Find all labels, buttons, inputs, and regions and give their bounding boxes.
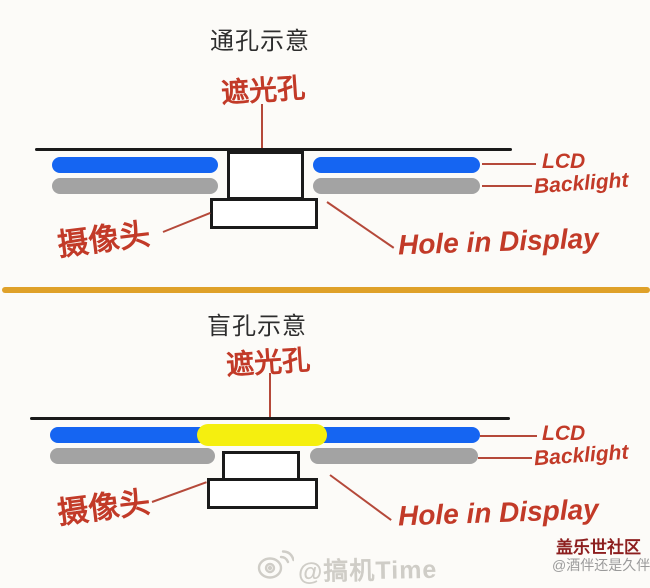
camera-module-box bbox=[207, 478, 318, 509]
watermark-text: @搞机Time bbox=[297, 555, 438, 587]
hole-pointer-line bbox=[326, 201, 395, 249]
lcd-layer-left bbox=[52, 157, 218, 173]
camera-label: 摄像头 bbox=[55, 216, 153, 263]
shade-hole-pointer-line bbox=[269, 373, 271, 417]
backlight-leader-line bbox=[478, 457, 532, 459]
backlight-leader-line bbox=[482, 185, 532, 187]
backlight-layer-right bbox=[313, 178, 480, 194]
camera-label: 摄像头 bbox=[55, 484, 153, 531]
lcd-label: LCD bbox=[542, 150, 586, 173]
shade-hole-pointer-line bbox=[261, 104, 263, 149]
backlight-label: Backlight bbox=[533, 440, 630, 471]
shade-hole-label: 遮光孔 bbox=[225, 344, 312, 381]
shade-hole-label: 遮光孔 bbox=[220, 72, 307, 109]
community-handle: @酒伴还是久伴 bbox=[552, 557, 650, 573]
hole-in-display-label: Hole in Display bbox=[397, 493, 600, 532]
backlight-layer-right bbox=[310, 448, 478, 464]
backlight-layer-left bbox=[52, 178, 218, 194]
lcd-leader-line bbox=[480, 435, 537, 437]
backlight-layer-left bbox=[50, 448, 215, 464]
weibo-eye-icon bbox=[256, 549, 295, 586]
lcd-label: LCD bbox=[542, 422, 586, 445]
through-hole-title: 通孔示意 bbox=[210, 28, 310, 55]
camera-barrel-box bbox=[227, 151, 304, 200]
lcd-layer-right bbox=[313, 157, 480, 173]
camera-barrel-box bbox=[222, 451, 300, 481]
cover-glass-line bbox=[30, 417, 510, 420]
camera-pointer-line bbox=[162, 211, 211, 233]
lcd-leader-line bbox=[482, 163, 536, 165]
community-logo-text: 盖乐世社区 bbox=[556, 538, 641, 557]
blind-hole-title: 盲孔示意 bbox=[207, 313, 307, 340]
camera-pointer-line bbox=[151, 481, 207, 503]
section-divider bbox=[2, 287, 650, 293]
cover-glass-line bbox=[35, 148, 512, 151]
blind-window-yellow bbox=[197, 424, 327, 446]
hole-pointer-line bbox=[329, 474, 392, 521]
backlight-label: Backlight bbox=[533, 168, 630, 199]
hole-in-display-label: Hole in Display bbox=[397, 222, 600, 261]
camera-module-box bbox=[210, 198, 318, 229]
